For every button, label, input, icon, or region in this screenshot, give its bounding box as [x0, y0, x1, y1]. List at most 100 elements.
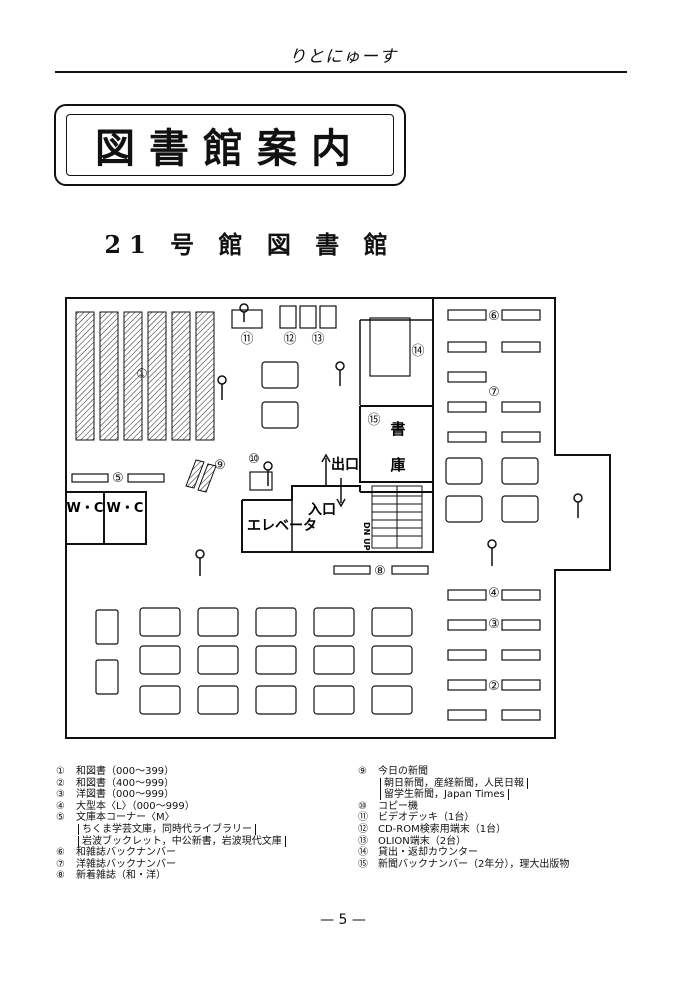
legend-num: ③ [56, 789, 65, 801]
legend-item: ④ 大型本〈L〉（000～999） [56, 801, 346, 813]
bookshelves-1 [75, 311, 215, 441]
service-counter-14 [369, 317, 411, 377]
wc-left-box [65, 491, 105, 545]
stairs [371, 485, 423, 549]
tables-right [445, 457, 539, 523]
legend-subitem: 岩波ブックレット，中公新書，岩波現代文庫 [56, 835, 346, 848]
legend-text: ビデオデッキ（1台） [378, 812, 475, 824]
legend-subitem: 朝日新聞，産経新聞，人民日報 [358, 777, 648, 790]
video-deck-11 [231, 309, 263, 329]
carrels-left [95, 609, 119, 695]
tables-center [261, 361, 299, 429]
legend-item: ⑪ ビデオデッキ（1台） [358, 812, 648, 824]
legend-text: 洋雑誌バックナンバー [76, 858, 176, 870]
legend-num: ⑨ [358, 766, 367, 777]
wc-right-label: W・C [107, 501, 144, 516]
header-rule [55, 71, 627, 73]
legend-subtext: 朝日新聞，産経新聞，人民日報 [380, 777, 528, 789]
page-number: — 5 — [320, 912, 366, 928]
marker-8: ⑧ [374, 564, 386, 579]
marker-15: ⑮ [367, 413, 380, 428]
legend-item: ② 和図書（400～999） [56, 778, 346, 790]
legend-num: ⑧ [56, 870, 65, 882]
title-box: 図書館案内 [54, 104, 406, 186]
elevator-outline [241, 485, 434, 553]
legend-text: 新聞バックナンバー（2年分），理大出版物 [378, 858, 570, 870]
elevator-label: エレベータ [247, 518, 317, 534]
stack-label-2: 庫 [390, 456, 405, 474]
legend-subtext: ちくま学芸文庫，同時代ライブラリー [78, 823, 256, 835]
legend-text: 貸出・返却カウンター [378, 847, 478, 859]
legend-item: ⑦ 洋雑誌バックナンバー [56, 859, 346, 871]
legend-item: ⑤ 文庫本コーナー〈M〉 [56, 812, 346, 824]
legend-item: ③ 洋図書（000～999） [56, 789, 346, 801]
shelf-8 [333, 565, 429, 575]
legend-text: 新着雑誌（和・洋） [76, 870, 166, 882]
legend-num: ⑪ [358, 812, 368, 824]
legend-item: ⑭ 貸出・返却カウンター [358, 847, 648, 859]
newspaper-rack-9 [185, 459, 217, 493]
person-figures [195, 303, 583, 576]
entrance-label: 入口 [308, 502, 336, 518]
marker-11: ⑪ [240, 332, 253, 347]
legend-subtext: 留学生新聞，Japan Times [380, 789, 509, 801]
legend-subtext: 岩波ブックレット，中公新書，岩波現代文庫 [78, 835, 286, 847]
header-title: りとにゅーす [289, 47, 397, 67]
legend-text: 大型本〈L〉（000～999） [76, 800, 195, 812]
stack-room-wall [359, 405, 433, 483]
marker-12: ⑫ [283, 332, 296, 347]
tables-bottom [139, 607, 413, 715]
legend-item: ⑨ 今日の新聞 [358, 766, 648, 778]
marker-2: ② [488, 679, 500, 694]
stack-label-1: 書 [390, 420, 405, 438]
marker-14: ⑭ [411, 344, 424, 359]
marker-10: ⑩ [248, 452, 260, 467]
legend-num: ⑦ [56, 858, 65, 870]
legend-subitem: ちくま学芸文庫，同時代ライブラリー [56, 823, 346, 836]
legend-text: 和雑誌バックナンバー [76, 847, 176, 859]
marker-5: ⑤ [112, 471, 124, 486]
stairs-label: DN UP [362, 522, 371, 551]
legend-item: ⑧ 新着雑誌（和・洋） [56, 870, 346, 882]
marker-9: ⑨ [214, 458, 226, 473]
legend-text: 和図書（000～399） [76, 766, 175, 777]
building-outline [65, 297, 611, 739]
marker-7: ⑦ [488, 385, 500, 400]
legend-left: ① 和図書（000～399） ② 和図書（400～999） ③ 洋図書（000～999… [56, 766, 346, 882]
legend-num: ⑥ [56, 847, 65, 859]
legend-num: ① [56, 766, 65, 777]
legend-text: CD-ROM検索用端末（1台） [378, 823, 507, 835]
legend-text: 文庫本コーナー〈M〉 [76, 812, 175, 824]
legend-subitem: 留学生新聞，Japan Times [358, 789, 648, 801]
legend-num: ⑮ [358, 858, 368, 870]
legend-num: ② [56, 777, 65, 789]
legend-num: ⑫ [358, 823, 368, 835]
shelves-6-7 [447, 309, 541, 443]
legend-item: ① 和図書（000～399） [56, 766, 346, 778]
legend-num: ⑭ [358, 847, 368, 859]
legend-num: ④ [56, 800, 65, 812]
title-inner-frame: 図書館案内 [66, 114, 394, 176]
legend-text: OLION端末（2台） [378, 835, 467, 847]
legend-text: 洋図書（000～999） [76, 789, 175, 801]
marker-13: ⑬ [311, 332, 324, 347]
legend-text: 今日の新聞 [378, 766, 428, 777]
marker-3: ③ [488, 617, 500, 632]
legend-num: ⑤ [56, 812, 65, 824]
terminals-12-13 [279, 305, 337, 329]
marker-1: ① [136, 367, 148, 382]
wc-right-box [103, 491, 147, 545]
legend-num: ⑬ [358, 835, 368, 847]
legend-item: ⑥ 和雑誌バックナンバー [56, 847, 346, 859]
wc-left-label: W・C [67, 501, 104, 516]
counter-wall [359, 319, 433, 405]
shelves-2-3-4 [447, 589, 541, 721]
legend-text: 和図書（400～999） [76, 777, 175, 789]
marker-4: ④ [488, 586, 500, 601]
legend-item: ⑬ OLION端末（2台） [358, 836, 648, 848]
marker-6: ⑥ [488, 309, 500, 324]
legend-item: ⑮ 新聞バックナンバー（2年分），理大出版物 [358, 859, 648, 871]
